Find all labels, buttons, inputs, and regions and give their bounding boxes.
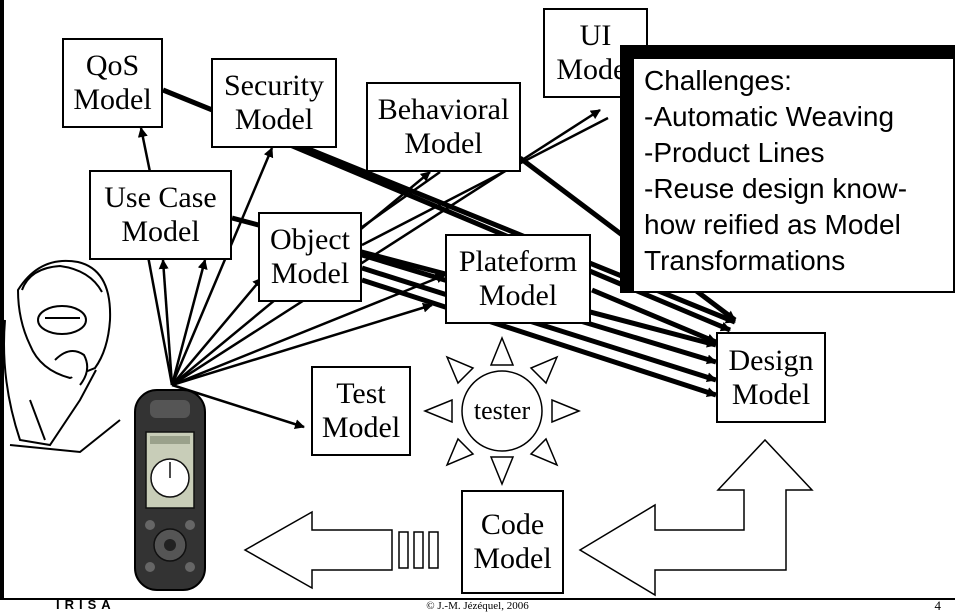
- code-to-design-arrow: [578, 438, 814, 597]
- arrow-to-ui: [171, 108, 601, 387]
- line-object-to-design-2: [361, 265, 717, 383]
- irisa-logo: IRISA: [4, 597, 174, 612]
- challenge-item: how reified as Model: [644, 209, 901, 240]
- line-object-to-design-3: [361, 277, 717, 398]
- challenge-item: -Automatic Weaving: [644, 101, 895, 132]
- irisa-logo-text: IRISA: [56, 597, 116, 612]
- arrow-to-qos: [137, 127, 152, 173]
- line-plateform-to-design: [591, 287, 717, 345]
- gps-device-illustration: [134, 389, 206, 591]
- copyright-footer: © J.-M. Jézéquel, 2006: [426, 600, 529, 612]
- test-model-box: Test Model: [311, 366, 411, 456]
- slide-frame-bottom: [0, 598, 955, 600]
- challenges-heading: Challenges:: [644, 65, 792, 96]
- line-object-to-behavioral: [354, 170, 441, 234]
- challenge-item: Transformations: [644, 245, 846, 276]
- arrow-to-usecase-3: [170, 259, 208, 386]
- qos-model-box: QoS Model: [62, 38, 163, 128]
- arrow-to-object: [171, 277, 263, 386]
- arrow-to-usecase-2: [158, 259, 174, 386]
- object-model-box: Object Model: [258, 212, 362, 302]
- tester-label: tester: [473, 396, 531, 425]
- behavioral-model-box: Behavioral Model: [366, 82, 521, 172]
- challenge-item: -Product Lines: [644, 137, 825, 168]
- arrow-to-plateform-2: [171, 302, 433, 387]
- thinking-person-illustration: [3, 259, 121, 454]
- challenges-panel: Challenges: -Automatic Weaving -Product …: [620, 45, 955, 293]
- code-to-device-arrow: [243, 510, 439, 590]
- slide-frame-left: [0, 0, 4, 600]
- line-object-to-ui: [361, 116, 609, 247]
- use-case-model-box: Use Case Model: [89, 170, 232, 260]
- plateform-model-box: Plateform Model: [445, 234, 591, 324]
- security-model-box: Security Model: [211, 58, 337, 148]
- code-model-box: Code Model: [461, 490, 564, 594]
- arrow-to-usecase: [141, 239, 174, 386]
- challenge-item: -Reuse design know-: [644, 173, 908, 204]
- page-number: 4: [934, 598, 942, 613]
- design-model-box: Design Model: [716, 332, 826, 423]
- sun-icon: [423, 336, 581, 486]
- arrow-to-security: [170, 147, 274, 386]
